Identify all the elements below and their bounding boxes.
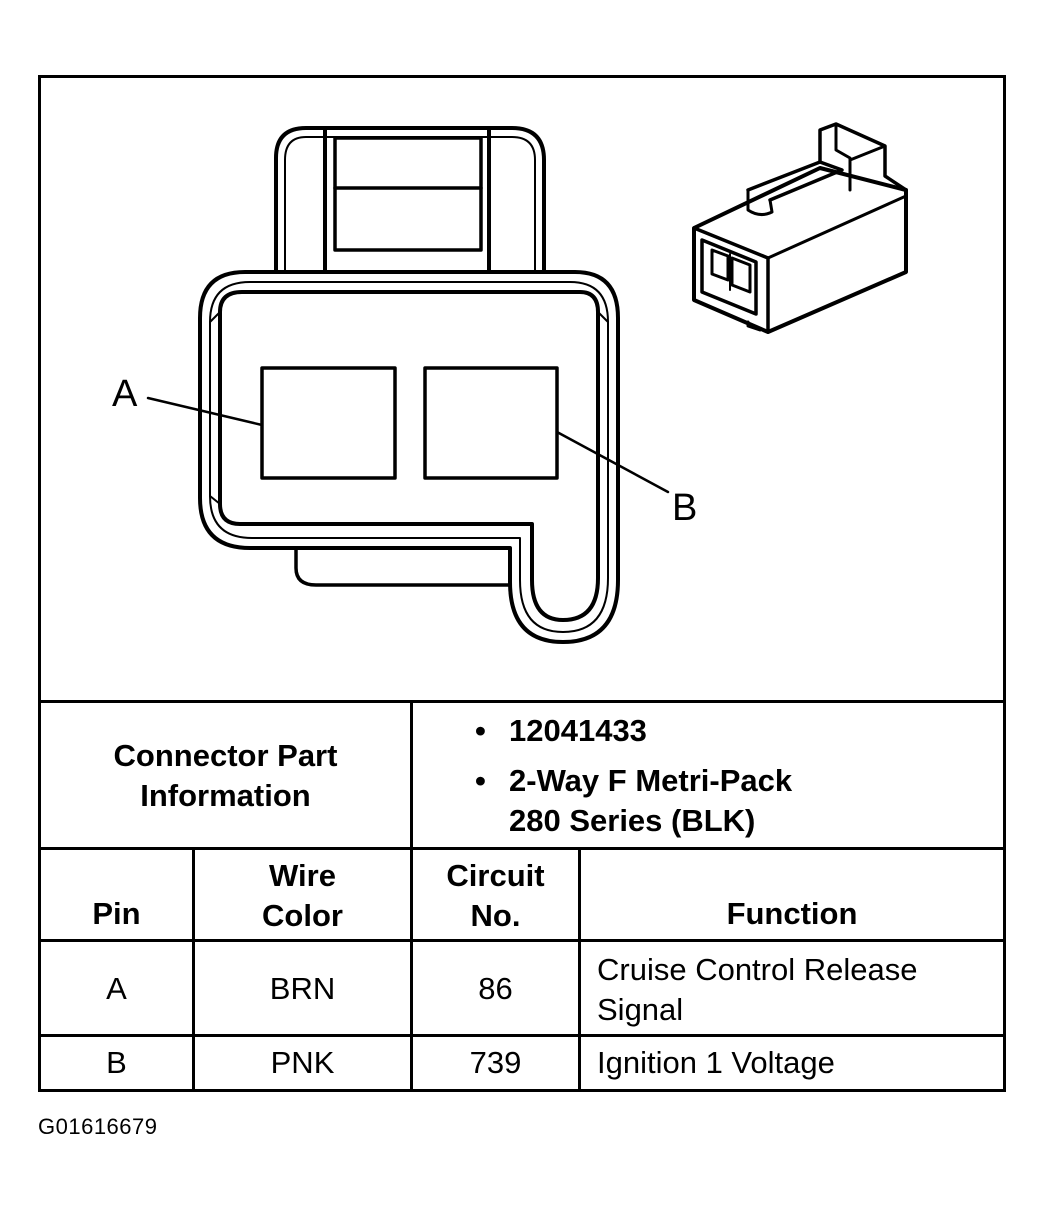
header-wire-color-line1: Wire (269, 858, 336, 893)
figure-id: G01616679 (38, 1114, 158, 1139)
part-info-divider (410, 700, 413, 850)
col-divider-1 (192, 847, 195, 1092)
table-row-wire-color: PNK (270, 1045, 335, 1080)
col-divider-2 (410, 847, 413, 1092)
header-wire-color-line2: Color (262, 898, 343, 933)
bullet-icon: • (475, 763, 486, 798)
function-line2: Signal (597, 992, 684, 1027)
table-row-pin: B (106, 1045, 127, 1080)
pin-label-b: B (672, 487, 697, 529)
pin-cavity-b (423, 366, 559, 480)
connector-3d-view (692, 122, 908, 334)
col-divider-3 (578, 847, 581, 1092)
connector-latch (274, 126, 546, 274)
header-pin: Pin (92, 896, 141, 931)
table-row-divider (38, 1034, 1006, 1037)
part-info-header: Connector Part Information (41, 736, 410, 816)
bullet-icon: • (475, 713, 486, 748)
connector-body (198, 270, 620, 644)
part-number-item: • 12041433 (475, 711, 647, 751)
table-row-circuit: 86 (478, 971, 513, 1006)
header-function: Function (726, 896, 858, 931)
table-header-top-border (38, 847, 1006, 850)
connector-type-item: • 2-Way F Metri-Pack 280 Series (BLK) (475, 761, 792, 841)
leader-line-a (146, 396, 264, 427)
table-row-function: Ignition 1 Voltage (597, 1045, 835, 1080)
table-row-function: Cruise Control Release Signal (597, 950, 997, 1030)
leader-line-b (555, 430, 670, 494)
table-row-circuit: 739 (469, 1045, 522, 1080)
connector-type-text-line2: 280 Series (BLK) (509, 803, 756, 838)
part-number-text: 12041433 (509, 713, 647, 748)
header-wire-color: Wire Color (195, 856, 410, 936)
connector-frame (38, 75, 1006, 1092)
part-info-header-line1: Connector Part (113, 738, 338, 773)
part-info-header-line2: Information (140, 778, 311, 813)
header-circuit-line1: Circuit (446, 858, 545, 893)
pin-cavity-a (260, 366, 397, 480)
function-line1: Cruise Control Release (597, 952, 918, 987)
header-circuit: Circuit No. (413, 856, 578, 936)
table-header-bottom-border (38, 939, 1006, 942)
table-row-pin: A (106, 971, 127, 1006)
table-top-border (38, 700, 1006, 703)
table-row-wire-color: BRN (269, 971, 336, 1006)
header-circuit-line2: No. (470, 898, 521, 933)
connector-type-text-line1: 2-Way F Metri-Pack (509, 763, 793, 798)
pin-label-a: A (112, 373, 138, 415)
